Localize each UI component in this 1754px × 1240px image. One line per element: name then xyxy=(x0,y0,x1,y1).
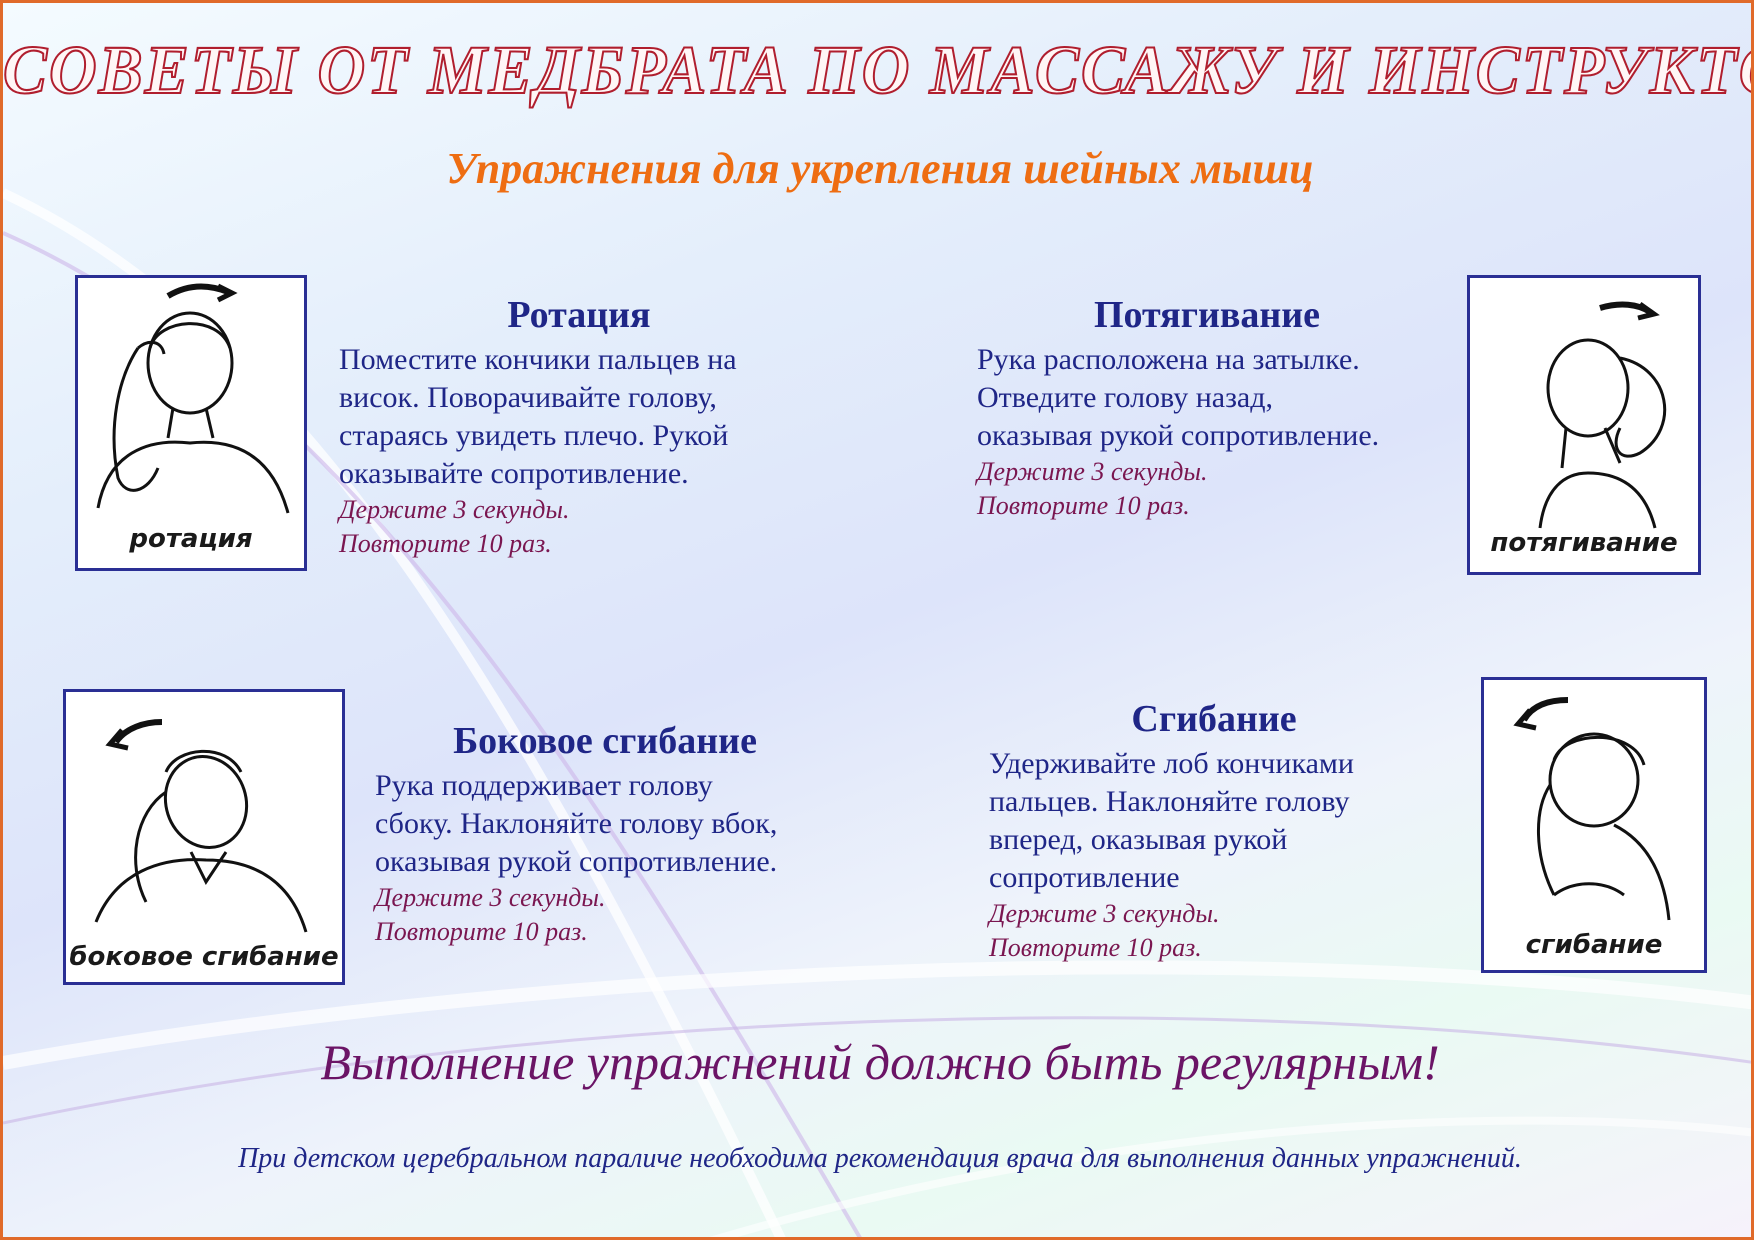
rotation-block: Ротация Поместите кончики пальцев на вис… xyxy=(339,293,809,561)
rotation-caption: ротация xyxy=(129,524,253,554)
flexion-repeat: Повторите 10 раз. xyxy=(989,933,1202,962)
head-extension-figure-icon xyxy=(1538,301,1667,529)
motto: Выполнение упражнений должно быть регуля… xyxy=(320,1034,1440,1090)
rotation-hold: Держите 3 секунды. xyxy=(339,495,570,524)
extension-repeat: Повторите 10 раз. xyxy=(977,491,1190,520)
extension-text: Рука расположена на затылке. Отведите го… xyxy=(977,343,1380,452)
extension-block: Потягивание Рука расположена на затылке.… xyxy=(977,293,1447,523)
flexion-block: Сгибание Удерживайте лоб кончиками пальц… xyxy=(989,697,1429,965)
extension-caption: потягивание xyxy=(1490,528,1678,558)
rotation-repeat: Повторите 10 раз. xyxy=(339,529,552,558)
poster-title: Советы от медбрата по массажу и инструкт… xyxy=(3,31,1751,110)
extension-hold: Держите 3 секунды. xyxy=(977,457,1208,486)
side-bend-block: Боковое сгибание Рука поддерживает голов… xyxy=(375,719,855,949)
side-bend-title: Боковое сгибание xyxy=(453,720,757,762)
poster-subtitle: Упражнения для укрепления шейных мышц xyxy=(446,144,1314,193)
head-rotation-figure-icon xyxy=(96,283,290,514)
side-bend-figure-box: боковое сгибание xyxy=(63,689,345,985)
side-bend-repeat: Повторите 10 раз. xyxy=(375,917,588,946)
head-side-bend-figure-icon xyxy=(94,719,308,933)
extension-title: Потягивание xyxy=(1093,294,1321,336)
side-bend-text: Рука поддерживает голову сбоку. Наклоняй… xyxy=(375,769,778,878)
side-bend-hold: Держите 3 секунды. xyxy=(375,883,606,912)
extension-figure-box: потягивание xyxy=(1467,275,1701,575)
flexion-figure-box: сгибание xyxy=(1481,677,1707,973)
rotation-figure-box: ротация xyxy=(75,275,307,571)
rotation-text: Поместите кончики пальцев на висок. Пово… xyxy=(339,343,737,490)
rotation-title: Ротация xyxy=(507,294,651,336)
flexion-caption: сгибание xyxy=(1525,930,1663,960)
flexion-title: Сгибание xyxy=(1131,698,1297,740)
footnote: При детском церебральном параличе необхо… xyxy=(238,1143,1522,1174)
flexion-text: Удерживайте лоб кончиками пальцев. Накло… xyxy=(989,747,1354,894)
flexion-hold: Держите 3 секунды. xyxy=(989,899,1220,928)
head-flexion-figure-icon xyxy=(1513,697,1671,921)
side-bend-caption: боковое сгибание xyxy=(69,942,339,972)
